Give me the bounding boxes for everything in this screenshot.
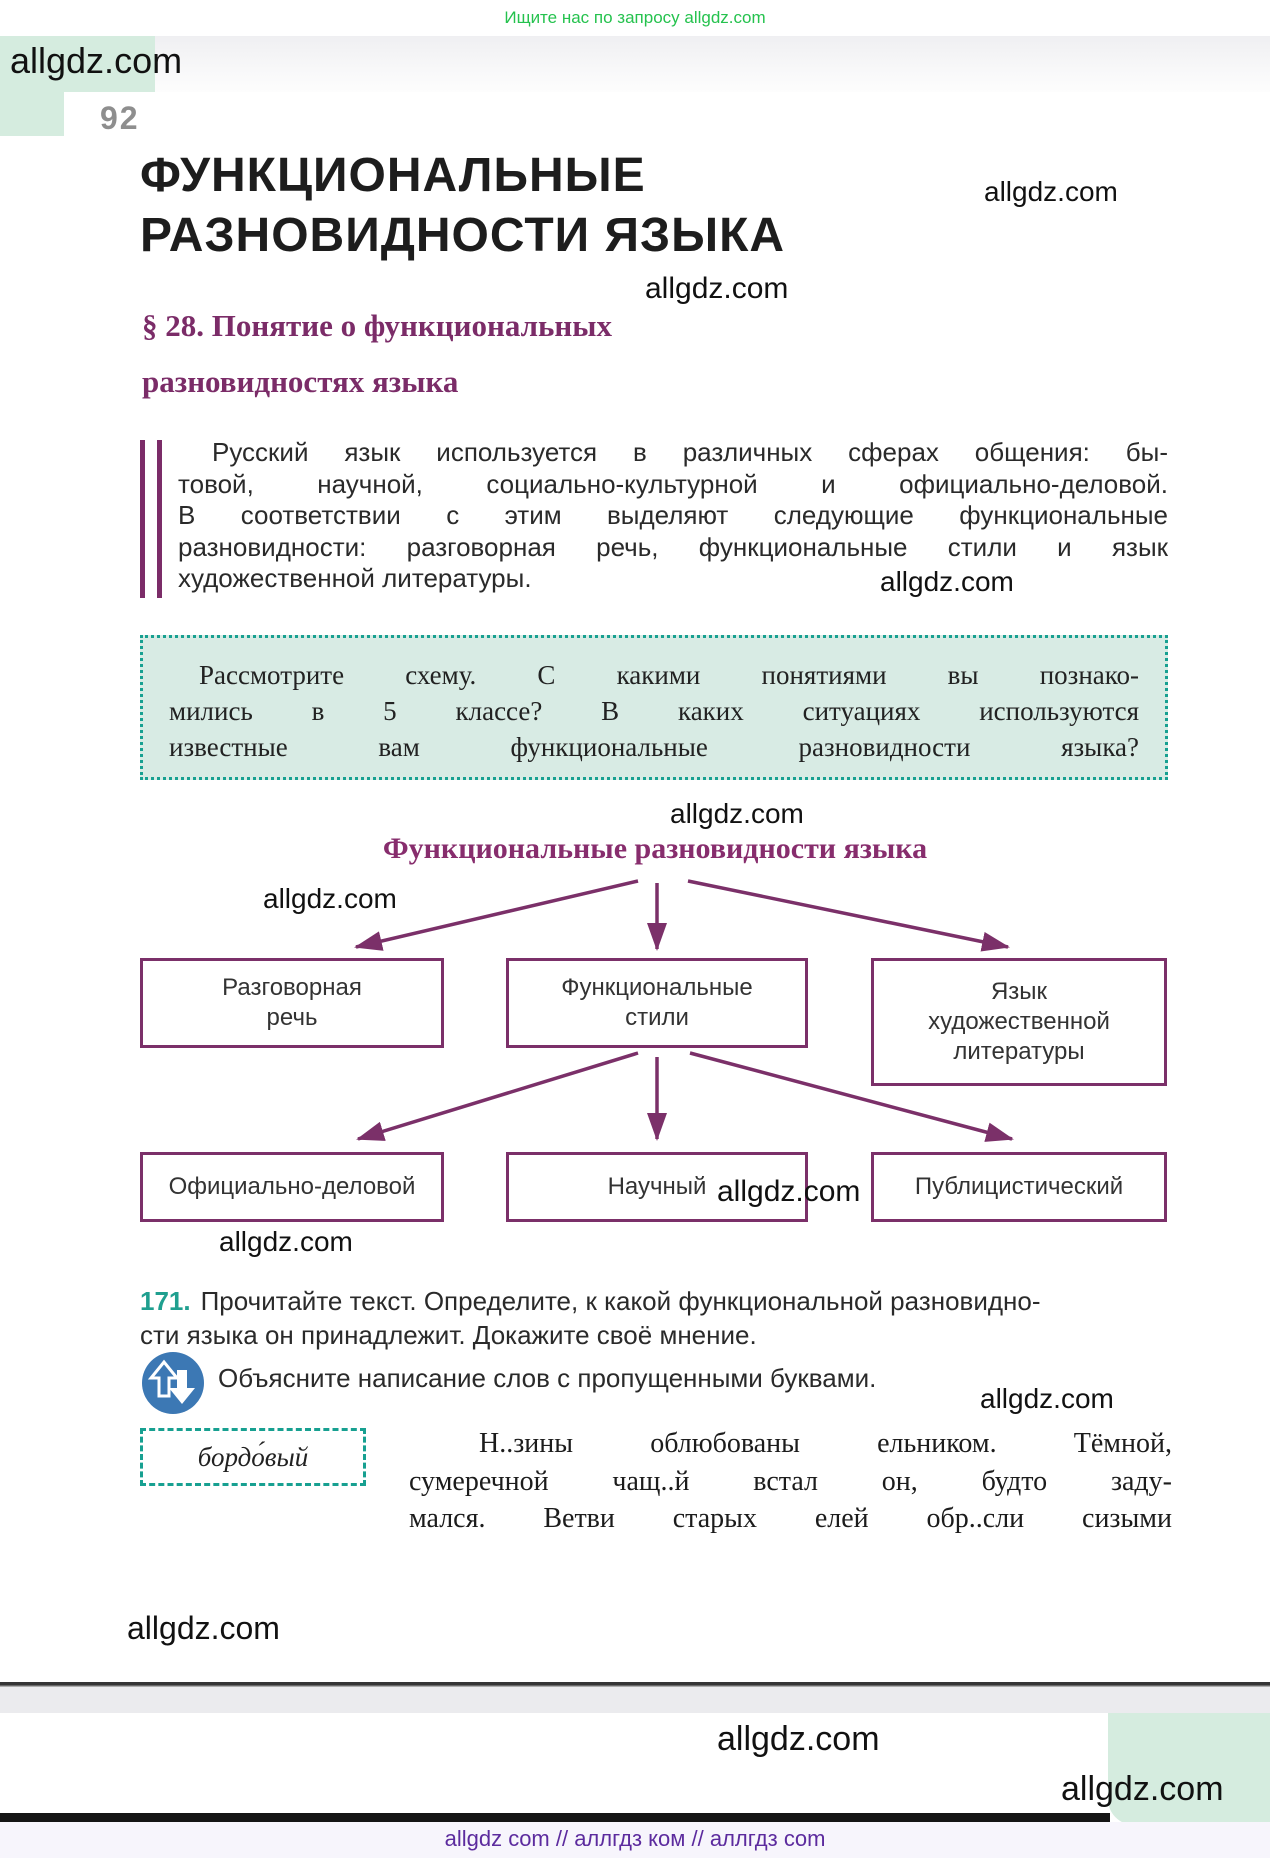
- box-label-line: речь: [266, 1004, 318, 1031]
- watermark: allgdz.com: [880, 566, 1014, 597]
- paragraph-rule: [140, 440, 162, 598]
- exercise-text-line: мался. Ветви старых елей обр..сли сизыми: [409, 1503, 1172, 1534]
- box-label-line: Разговорная: [222, 974, 362, 1001]
- watermark: allgdz.com: [670, 798, 804, 829]
- box-label-line: стили: [625, 1004, 689, 1031]
- section-heading-line1: § 28. Понятие о функциональных: [142, 308, 612, 343]
- footer-links[interactable]: allgdz com // аллгдз ком // аллгдз com: [444, 1826, 826, 1851]
- watermark: allgdz.com: [717, 1175, 861, 1208]
- page-number: 92: [100, 100, 140, 136]
- watermark: allgdz.com: [980, 1383, 1114, 1414]
- box-label-line: Научный: [607, 1173, 707, 1200]
- task-box-line: мились в 5 классе? В каких ситуациях исп…: [169, 696, 1139, 726]
- top-band: [0, 36, 1270, 92]
- intro-line: товой, научной, социально-культурной и о…: [178, 468, 1168, 499]
- diagram-box-colloquial-speech: Разговорная речь: [140, 958, 444, 1048]
- diagram-box-functional-styles: Функциональные стили: [506, 958, 808, 1048]
- box-label-line: Язык: [990, 978, 1048, 1005]
- exercise-intro-line1: 171. Прочитайте текст. Определите, к како…: [140, 1286, 1168, 1317]
- watermark: allgdz.com: [127, 1610, 280, 1646]
- exercise-text-line: Н..зины облюбованы ельником. Тёмной,: [479, 1428, 1172, 1459]
- review-arrows-icon: [142, 1352, 204, 1414]
- separator-line: [0, 1682, 1270, 1687]
- exercise-number: 171.: [140, 1286, 191, 1316]
- mint-block-bottom: [1108, 1713, 1270, 1825]
- watermark: allgdz.com: [984, 176, 1118, 207]
- watermark: allgdz.com: [263, 883, 397, 914]
- watermark: allgdz.com: [10, 40, 183, 81]
- exercise-subtask: Объясните написание слов с пропущенными …: [218, 1363, 877, 1393]
- box-label-line: литературы: [953, 1038, 1085, 1065]
- mint-block-top: [0, 36, 155, 92]
- promo-line: Ищите нас по запросу allgdz.com: [504, 8, 766, 27]
- exercise-text-block: Н..зины облюбованы ельником. Тёмной, сум…: [409, 1428, 1172, 1541]
- chapter-title-line1: ФУНКЦИОНАЛЬНЫЕ: [140, 149, 646, 202]
- diagram-box-fiction-language: Язык художественной литературы: [871, 958, 1167, 1086]
- task-box-line: Рассмотрите схему. С какими понятиями вы…: [199, 660, 1139, 690]
- diagram-title: Функциональные разновидности языка: [382, 832, 928, 865]
- watermark: allgdz.com: [219, 1226, 353, 1257]
- intro-line: В соответствии с этим выделяют следующие…: [178, 500, 1168, 530]
- footer-band: [0, 1822, 1270, 1858]
- diagram-box-scientific: Научный: [506, 1152, 808, 1222]
- intro-line: Русский язык используется в различных сф…: [212, 437, 1168, 467]
- exercise-intro-line2: сти языка он принадлежит. Докажите своё …: [140, 1320, 757, 1350]
- task-box: Рассмотрите схему. С какими понятиями вы…: [140, 635, 1168, 780]
- exercise-text: Прочитайте текст. Определите, к какой фу…: [200, 1286, 1041, 1316]
- intro-paragraph: Русский язык используется в различных сф…: [178, 437, 1168, 595]
- watermark: allgdz.com: [1061, 1770, 1224, 1808]
- diagram-box-official-business: Официально-деловой: [140, 1152, 444, 1222]
- watermark: allgdz.com: [645, 272, 789, 305]
- diagram-box-publicistic: Публицистический: [871, 1152, 1167, 1222]
- box-label-line: Функциональные: [561, 974, 753, 1001]
- exercise-text-line: сумеречной чащ..й встал он, будто заду-: [409, 1465, 1172, 1497]
- chapter-title-line2: РАЗНОВИДНОСТИ ЯЗЫКА: [140, 209, 786, 262]
- gray-band: [0, 1687, 1270, 1713]
- task-box-line: известные вам функциональные разновиднос…: [169, 732, 1139, 762]
- black-bar: [0, 1813, 1110, 1822]
- section-heading-line2: разновидностях языка: [142, 364, 459, 399]
- box-label-line: художественной: [928, 1008, 1110, 1035]
- intro-line: художественной литературы.: [178, 563, 532, 593]
- mint-block-top-small: [0, 92, 64, 136]
- diagram-arrows: [354, 879, 1014, 1142]
- intro-line: разновидности: разговорная речь, функцио…: [178, 531, 1168, 562]
- box-label-line: Публицистический: [914, 1173, 1124, 1200]
- vocabulary-box: бордо́вый: [140, 1428, 366, 1486]
- watermark: allgdz.com: [717, 1720, 880, 1758]
- box-label-line: Официально-деловой: [168, 1173, 416, 1200]
